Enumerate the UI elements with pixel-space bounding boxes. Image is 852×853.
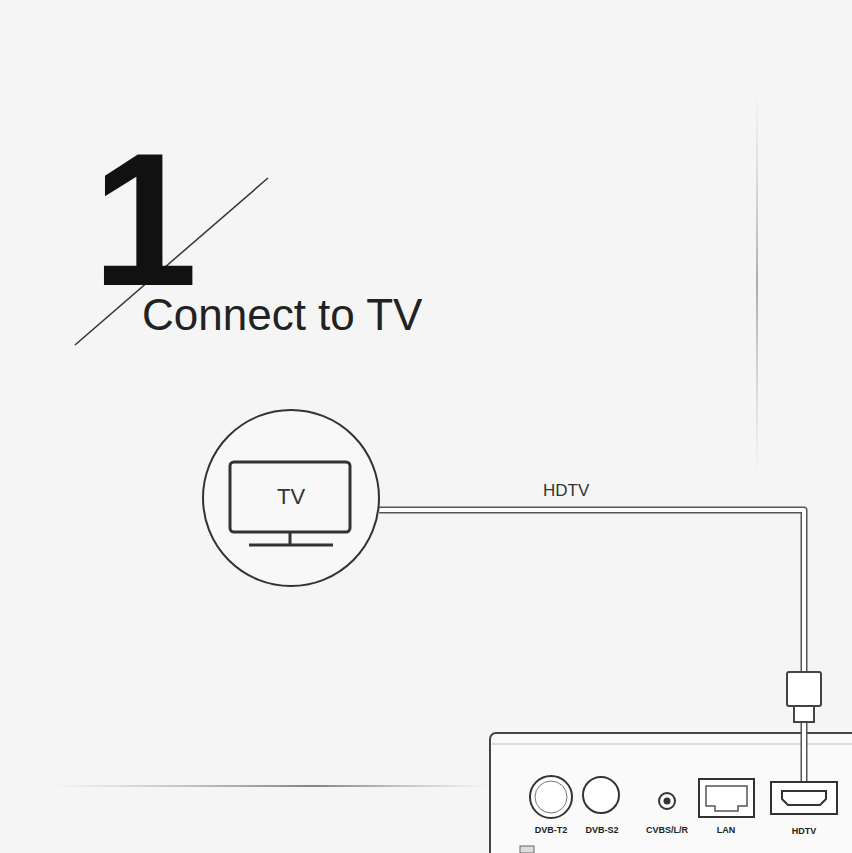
shadow-line [50, 785, 490, 787]
tv-circle: TV [202, 409, 380, 587]
port-label: LAN [717, 826, 736, 835]
hdmi-cable [379, 510, 804, 781]
port-label: HDTV [770, 826, 838, 837]
port-label: CVBS/L/R [646, 826, 688, 835]
step-number: 1 [92, 124, 198, 314]
tv-stand [289, 532, 292, 544]
shadow-line [756, 90, 758, 480]
cable-label: HDTV [543, 482, 589, 499]
tv-stand [249, 544, 333, 547]
node-text: TV [204, 484, 378, 510]
port-outline [770, 781, 838, 815]
port-label: DVB-S2 [585, 826, 618, 835]
hdmi-port: HDTV [770, 781, 838, 837]
port-label: DVB-T2 [535, 826, 568, 835]
set-top-box [490, 733, 852, 853]
